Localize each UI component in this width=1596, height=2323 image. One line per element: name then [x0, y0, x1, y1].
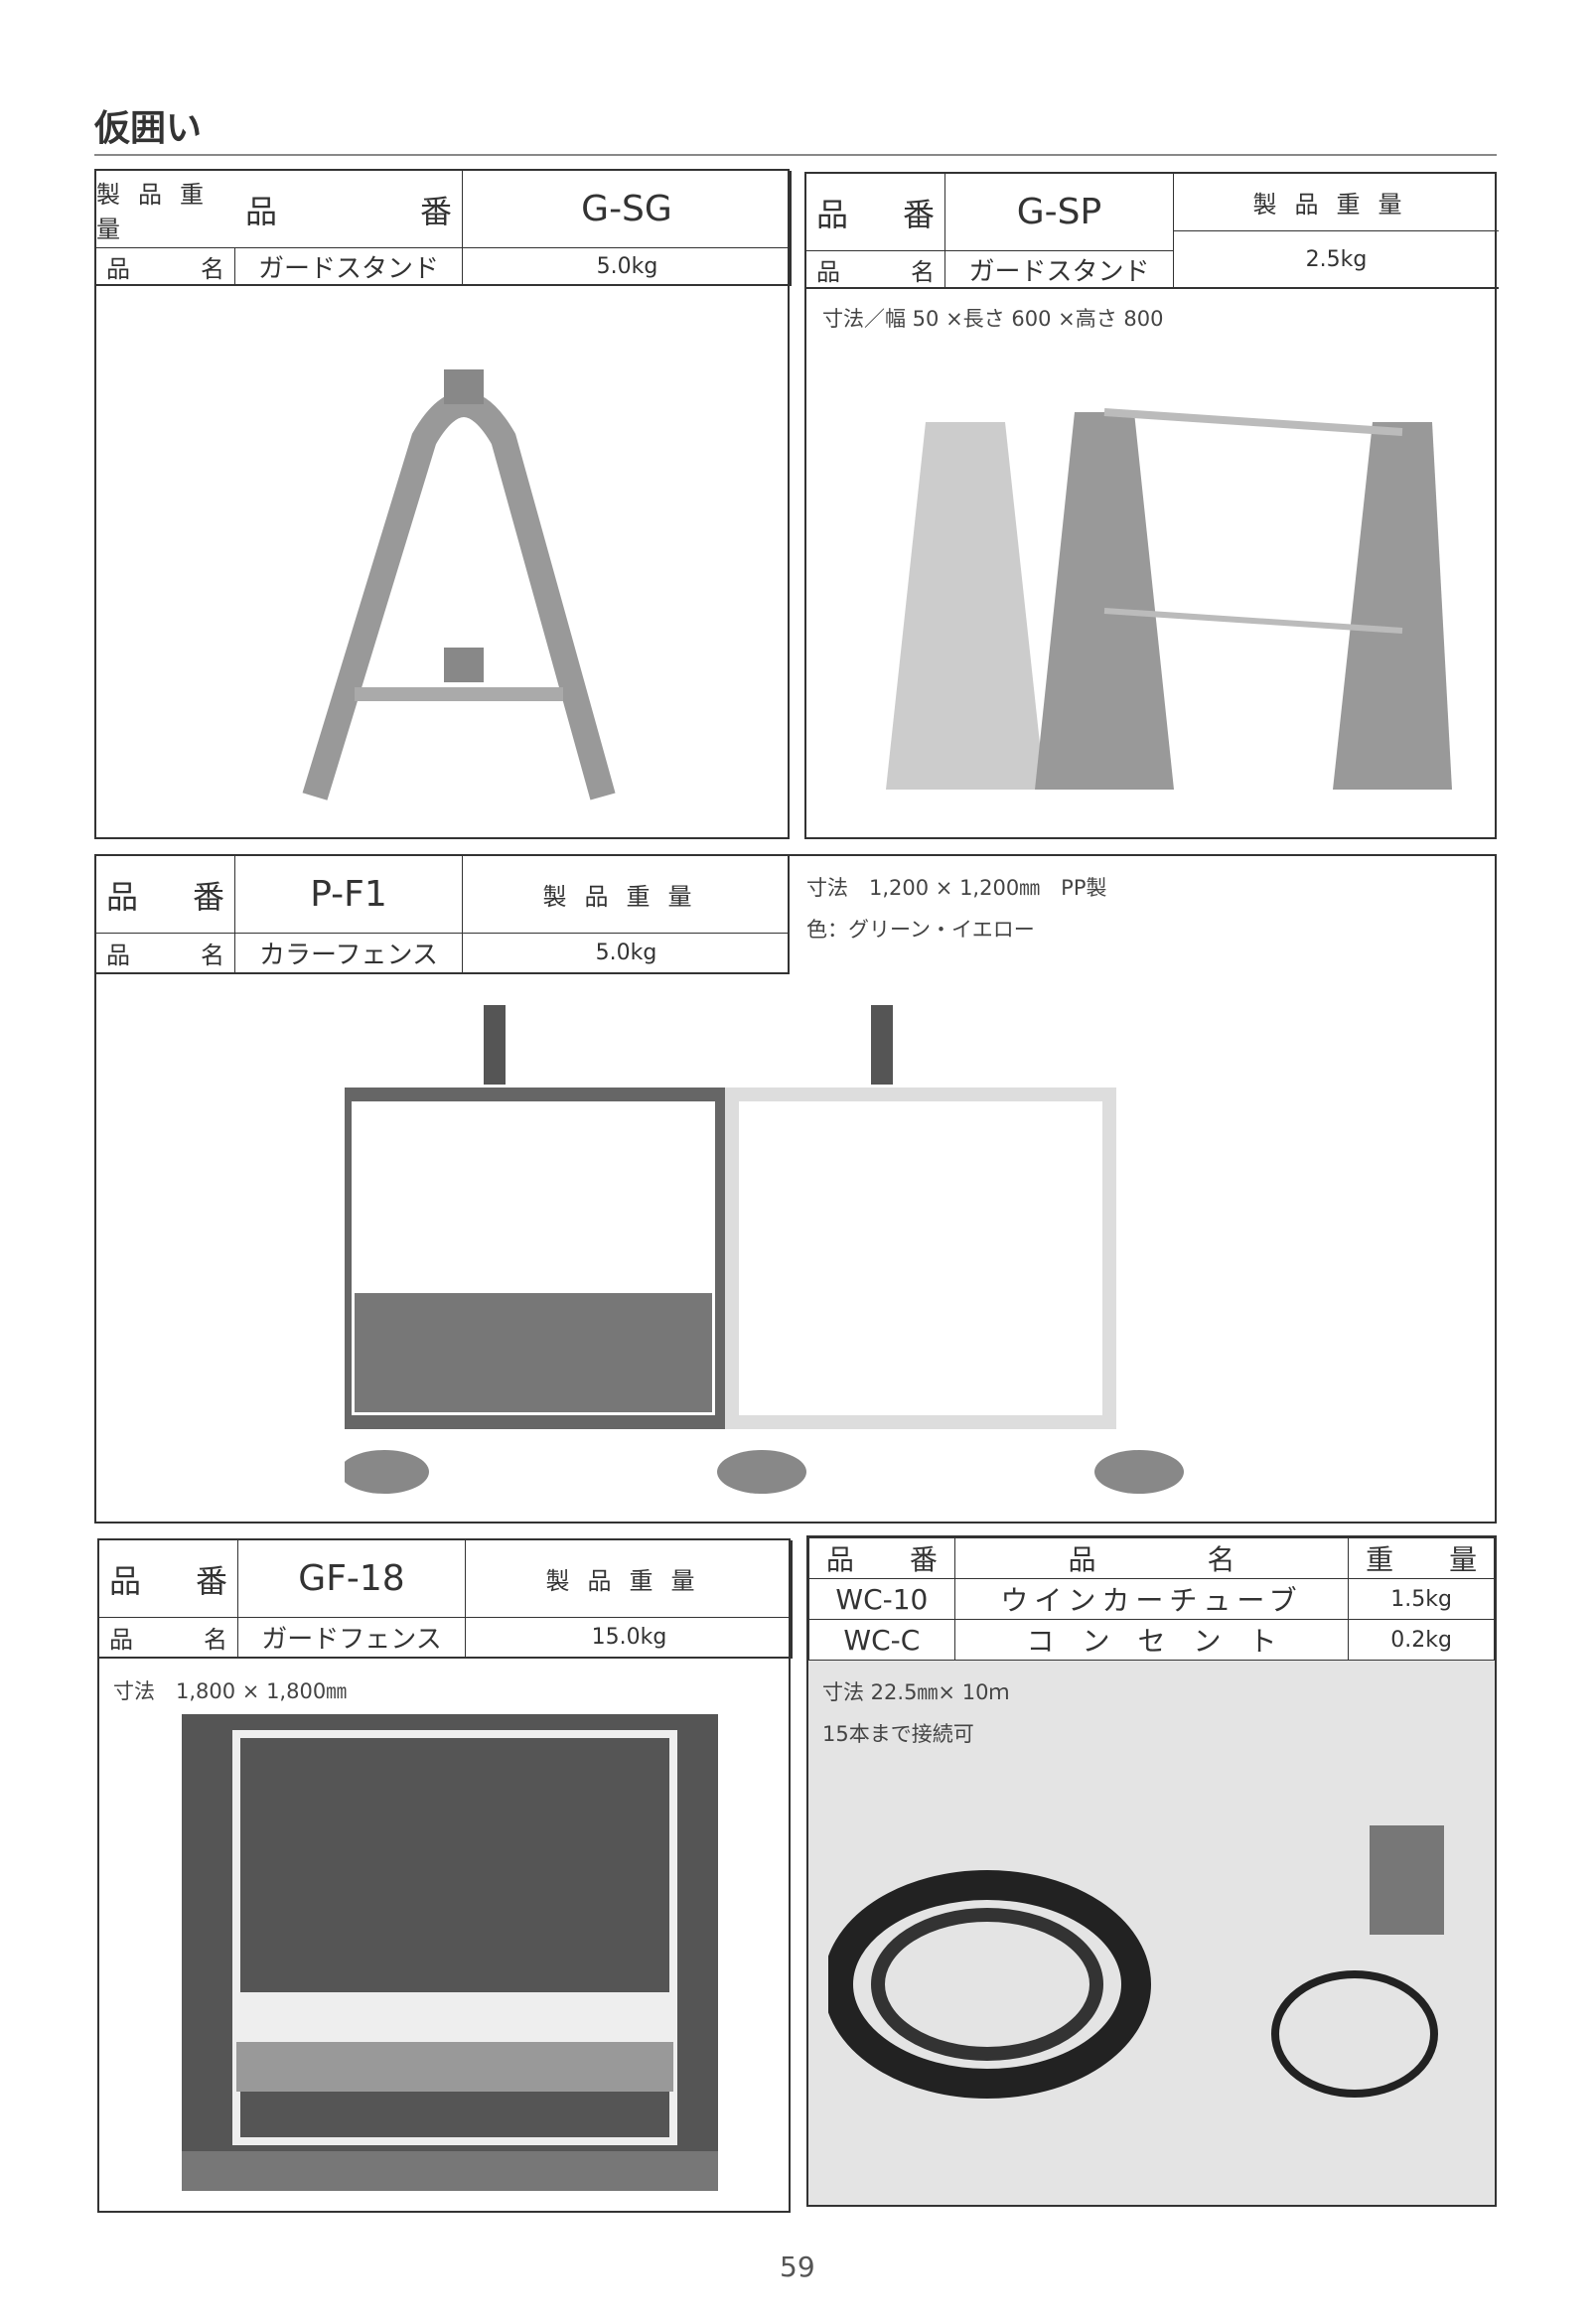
product-panel-g-sp: 品番 G-SP 品名 ガードスタンド 製品重量 2.5kg 寸法／幅 50 ×長… [804, 172, 1499, 839]
weight-header: 製品重量 [96, 180, 221, 243]
label-char: 品 [106, 942, 130, 969]
product-code: P-F1 [235, 856, 463, 933]
name-label: 品名 [99, 1617, 238, 1657]
label-char: 品 [106, 254, 130, 283]
weight-header: 製品重量 [1252, 191, 1420, 218]
color-fence-photo [345, 1005, 1184, 1494]
product-panel-g-sg: 品番 G-SG 製品重量 品名 ガードスタンド 5.0kg [94, 169, 792, 839]
label-char: 名 [201, 254, 224, 283]
dimension-note: 寸法 1,800 × 1,800㎜ [113, 1679, 348, 1703]
product-panel-p-f1: 品番 P-F1 製品重量 品名 カラーフェンス 5.0kg 寸法 1,200 ×… [94, 854, 1497, 1524]
label-char: 名 [911, 257, 935, 286]
code-label: 品番 [96, 856, 235, 933]
label-char: 名 [201, 942, 224, 969]
product-name: カラーフェンス [235, 933, 463, 972]
weight-table: 製品重量 2.5kg [1174, 174, 1499, 289]
label-char: 名 [204, 1626, 227, 1654]
label-char: 品 [816, 257, 840, 286]
code-label: 品番 [99, 1540, 238, 1617]
label-char: 番 [192, 877, 224, 916]
dimension-note: 寸法 22.5㎜× 10ｍ [822, 1680, 1010, 1704]
connection-note: 15本まで接続可 [822, 1722, 974, 1746]
weight-header: 製品重量 [545, 1567, 713, 1595]
cell-code: WC-C [808, 1619, 955, 1661]
cable-photo [828, 1825, 1444, 2099]
product-code: GF-18 [238, 1540, 466, 1617]
name-label: 品名 [806, 250, 945, 287]
color-note: 色：グリーン・イエロー [806, 918, 1035, 942]
spec-table: 品番 P-F1 製品重量 品名 カラーフェンス 5.0kg [96, 856, 790, 974]
product-name: ガードスタンド [235, 247, 463, 284]
header-weight: 重 量 [1348, 1537, 1495, 1579]
label-char: 品 [245, 192, 278, 230]
label-char: 番 [902, 195, 935, 233]
cell-code: WC-10 [808, 1578, 955, 1620]
product-panel-gf-18: 品番 GF-18 製品重量 品名 ガードフェンス 15.0kg 寸法 1,800… [97, 1538, 793, 2213]
fence-drawing [182, 1730, 718, 2191]
header-name: 品 名 [953, 1537, 1350, 1579]
page-title: 仮囲い [94, 108, 203, 149]
code-label: 品番 [235, 171, 463, 247]
plastic-stand-photo [886, 408, 1452, 790]
product-code: G-SP [945, 174, 1174, 250]
dimension-note: 寸法 1,200 × 1,200㎜ PP製 [806, 876, 1107, 900]
product-weight: 5.0kg [463, 933, 790, 972]
label-char: 番 [195, 1561, 227, 1600]
spec-table: 品番 G-SP 品名 ガードスタンド [806, 174, 1174, 289]
header-code: 品 番 [808, 1537, 955, 1579]
cell-name: コ ン セ ン ト [953, 1619, 1350, 1661]
product-code: G-SG [463, 171, 792, 247]
guard-fence-photo [182, 1714, 718, 2191]
page-number: 59 [780, 2250, 815, 2283]
label-char: 品 [109, 1561, 142, 1600]
cell-weight: 1.5kg [1348, 1578, 1495, 1620]
product-weight: 15.0kg [466, 1617, 793, 1657]
cell-weight: 0.2kg [1348, 1619, 1495, 1661]
label-char: 品 [109, 1626, 133, 1654]
label-char: 品 [106, 877, 139, 916]
product-name: ガードフェンス [238, 1617, 466, 1657]
code-label: 品番 [806, 174, 945, 250]
title-divider [94, 154, 1497, 156]
name-label: 品名 [96, 933, 235, 972]
weight-header: 製品重量 [542, 883, 710, 911]
spec-table: 品番 GF-18 製品重量 品名 ガードフェンス 15.0kg [99, 1540, 793, 1659]
dimension-note: 寸法／幅 50 ×長さ 600 ×高さ 800 [822, 307, 1164, 331]
weight-header-cell: 製品重量 [96, 171, 235, 247]
label-char: 品 [816, 195, 849, 233]
label-char: 番 [419, 192, 452, 230]
cell-name: ウインカーチューブ [953, 1578, 1350, 1620]
spec-table: 品番 G-SG 製品重量 品名 ガードスタンド 5.0kg [96, 171, 792, 286]
name-label: 品名 [96, 247, 235, 284]
product-name: ガードスタンド [945, 250, 1174, 287]
guard-stand-photo [302, 369, 616, 800]
product-weight: 5.0kg [463, 247, 792, 284]
product-weight: 2.5kg [1174, 230, 1499, 287]
